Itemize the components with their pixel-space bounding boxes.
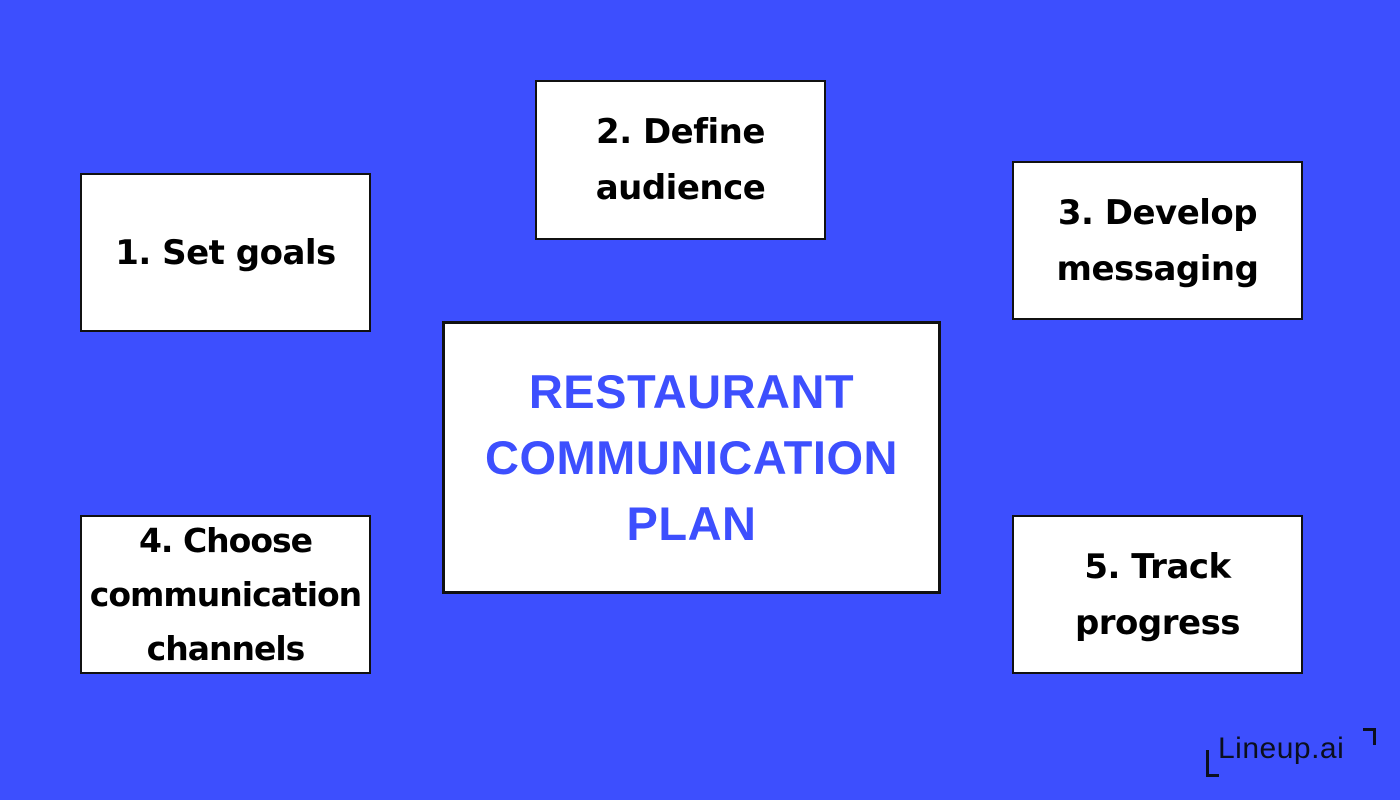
center-title-box: RESTAURANT COMMUNICATION PLAN: [442, 321, 941, 594]
step-4-box: 4. Choose communication channels: [80, 515, 371, 674]
step-4-label: 4. Choose communication channels: [89, 520, 362, 668]
step-2-box: 2. Define audience: [535, 80, 826, 240]
step-5-label: 5. Track progress: [1074, 546, 1241, 643]
step-1-box: 1. Set goals: [80, 173, 371, 332]
logo-bracket-right-icon: [1363, 728, 1376, 745]
center-title: RESTAURANT COMMUNICATION PLAN: [485, 364, 898, 550]
step-2-label: 2. Define audience: [595, 112, 766, 208]
step-1-label: 1. Set goals: [115, 232, 336, 273]
logo-text: Lineup.ai: [1218, 732, 1345, 765]
step-3-label: 3. Develop messaging: [1056, 192, 1259, 289]
logo-bracket-left-icon: [1206, 750, 1219, 777]
step-5-box: 5. Track progress: [1012, 515, 1303, 674]
step-3-box: 3. Develop messaging: [1012, 161, 1303, 320]
lineup-logo: Lineup.ai: [1204, 726, 1380, 778]
